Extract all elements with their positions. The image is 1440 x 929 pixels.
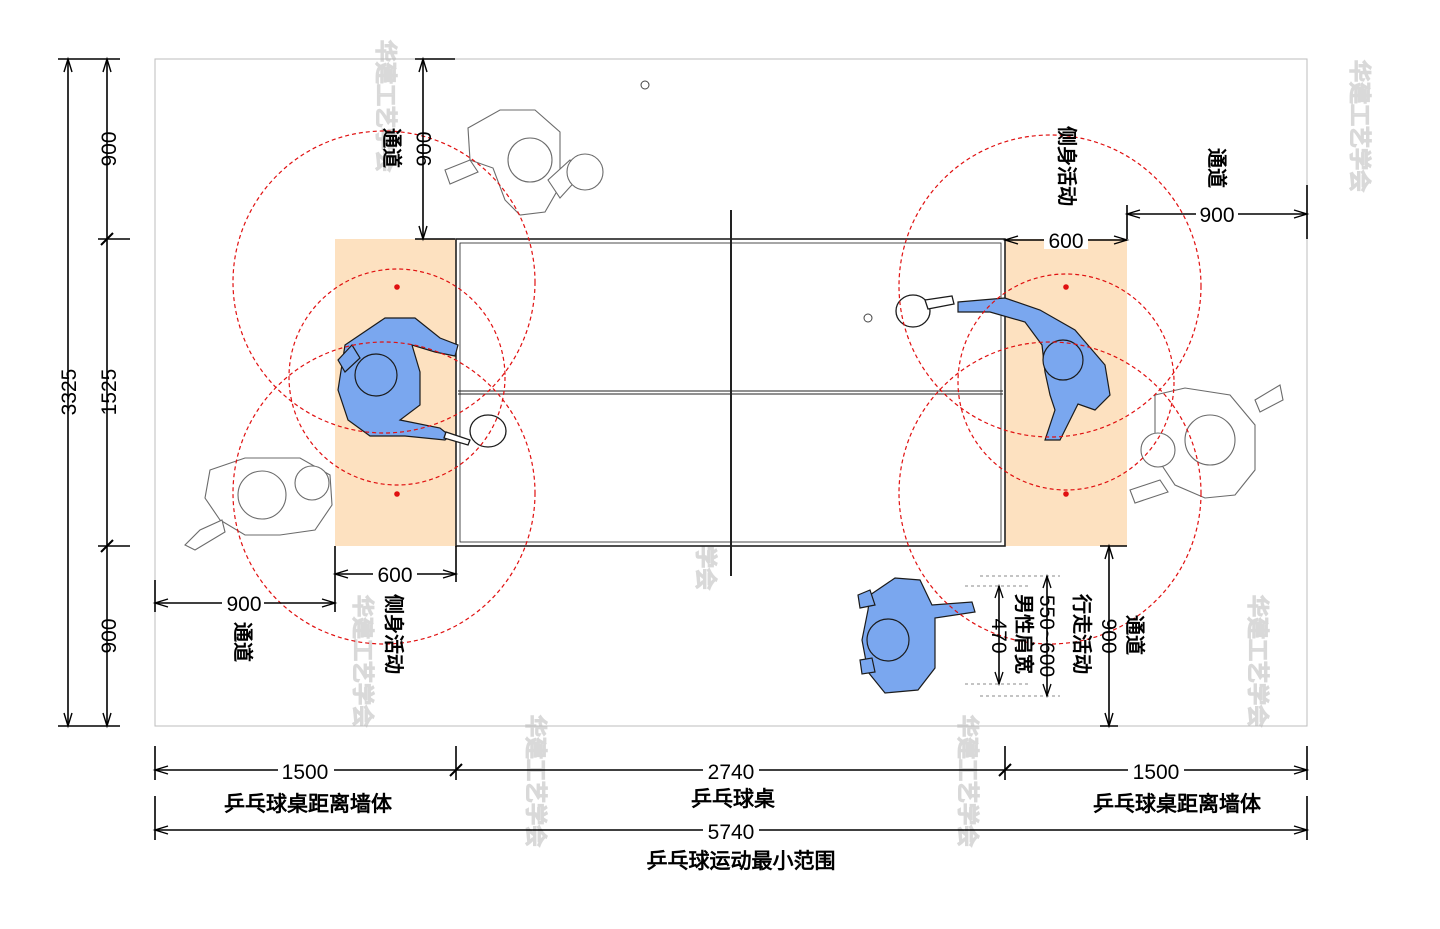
- ghost-player-right: [1129, 384, 1284, 504]
- dim-middle-vertical: 1525: [98, 369, 121, 416]
- ball: [640, 80, 650, 90]
- label-passage-right-top: 通道: [1205, 148, 1229, 188]
- dim-bottom-right: 1500: [1133, 761, 1180, 784]
- dimension-right-side-activity: 600 侧身活动: [1002, 126, 1130, 253]
- dim-bottom-passage-vertical: 900: [98, 618, 121, 653]
- dim-bottom-middle: 2740: [708, 761, 755, 784]
- dimension-top-left-passage: 900 通道: [380, 56, 455, 242]
- activity-circles: [232, 130, 1202, 645]
- dimension-bottom-total: 5740 乒乓球运动最小范围: [152, 796, 1310, 873]
- ghost-player-top-left: [444, 109, 604, 216]
- dim-left-passage-horizontal: 900: [226, 593, 261, 616]
- caption-table-to-wall-right: 乒乓球桌距离墙体: [1093, 792, 1262, 816]
- dimension-right-passage-horizontal: 900 通道: [1124, 148, 1310, 239]
- label-passage-right-bottom: 通道: [1123, 615, 1147, 655]
- ball: [863, 313, 873, 323]
- caption-table: 乒乓球桌: [691, 787, 776, 811]
- dim-bottom-total: 5740: [708, 821, 755, 844]
- label-male-shoulder: 男性肩宽: [1012, 594, 1036, 674]
- watermark: 华建工艺学会: [349, 595, 375, 727]
- caption-table-to-wall-left: 乒乓球桌距离墙体: [224, 792, 393, 816]
- watermark: 华建工艺学会: [372, 40, 398, 172]
- dim-total-vertical: 3325: [58, 369, 81, 416]
- minimum-area-boundary: [154, 58, 1308, 727]
- dimension-shoulder-walk: 470 男性肩宽 550~600 行走活动: [965, 573, 1094, 699]
- label-side-activity-left: 侧身活动: [382, 594, 406, 674]
- watermark: 华建工艺学会: [522, 715, 548, 847]
- dim-right-passage-horizontal: 900: [1199, 204, 1234, 227]
- dim-male-shoulder: 470: [987, 618, 1010, 653]
- label-side-activity-right: 侧身活动: [1055, 126, 1079, 206]
- ghost-player-bottom-left: [184, 457, 333, 551]
- dimension-right-passage-vertical: 900 通道: [1097, 543, 1147, 729]
- dimension-left-passage-horizontal: 900 通道: [152, 546, 338, 662]
- dimension-total-vertical: 3325: [58, 56, 120, 729]
- player-left: [337, 317, 507, 448]
- dim-right-passage-vertical: 900: [1097, 618, 1120, 653]
- dimension-bottom-chain: 1500 2740 1500 乒乓球桌距离墙体 乒乓球桌 乒乓球桌距离墙体: [152, 746, 1310, 816]
- player-right: [895, 294, 1111, 441]
- watermark: 华建工艺学会: [954, 715, 980, 847]
- ping-pong-table: [455, 210, 1006, 576]
- watermark: 华建工艺学会: [1244, 595, 1270, 727]
- dim-right-side-activity: 600: [1048, 230, 1083, 253]
- dim-bottom-left: 1500: [282, 761, 329, 784]
- label-passage-left-bottom: 通道: [231, 622, 255, 662]
- dim-top-passage-vertical: 900: [98, 131, 121, 166]
- caption-minimum-range: 乒乓球运动最小范围: [647, 849, 836, 873]
- dim-top-left-passage: 900: [413, 131, 436, 166]
- watermark: 华建工艺学会: [1346, 60, 1372, 192]
- dimension-left-side-activity: 600 侧身活动: [332, 546, 459, 674]
- label-walking: 行走活动: [1070, 593, 1094, 674]
- player-walking: [857, 577, 976, 694]
- dim-walking: 550~600: [1035, 595, 1058, 677]
- label-passage-top-left: 通道: [380, 128, 404, 168]
- dim-left-side-activity: 600: [377, 564, 412, 587]
- dimension-chain-vertical: 900 1525 900: [98, 56, 130, 729]
- center-points: [394, 284, 1069, 497]
